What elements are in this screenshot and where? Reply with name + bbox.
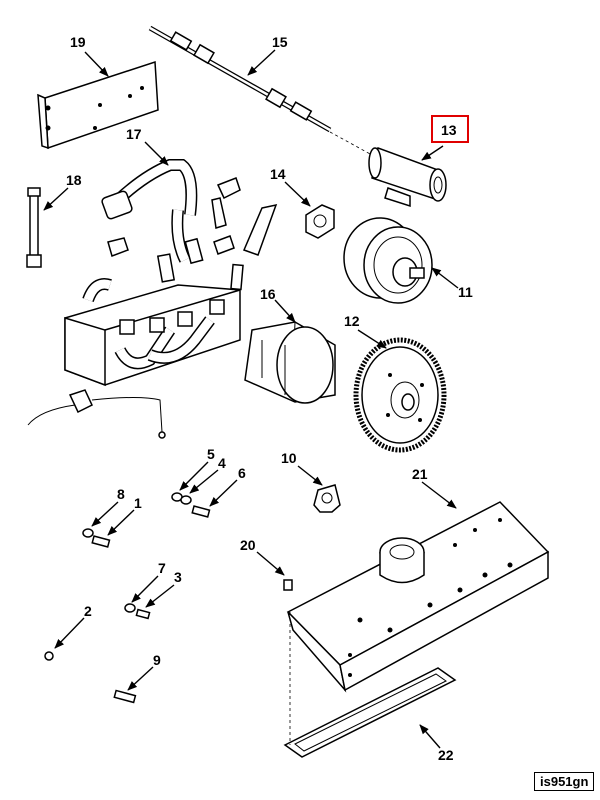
callout-14[interactable]: 14	[270, 166, 286, 182]
callout-18[interactable]: 18	[66, 172, 82, 188]
callout-4[interactable]: 4	[218, 455, 226, 471]
callout-22[interactable]: 22	[438, 747, 454, 763]
callout-6[interactable]: 6	[238, 465, 246, 481]
part-22-gasket[interactable]	[283, 612, 457, 758]
part-17-tubing[interactable]	[101, 159, 278, 291]
callout-7[interactable]: 7	[158, 560, 166, 576]
diagram-code-label: is951gn	[534, 772, 595, 791]
callout-3[interactable]: 3	[174, 569, 182, 585]
callout-5[interactable]: 5	[207, 446, 215, 462]
part-11-hub[interactable]	[343, 217, 433, 304]
part-10-clamp[interactable]	[313, 484, 341, 513]
callout-1[interactable]: 1	[134, 495, 142, 511]
part-15-cable[interactable]	[148, 25, 373, 156]
callout-17[interactable]: 17	[126, 126, 142, 142]
part-14-clamp[interactable]	[305, 204, 335, 239]
callout-19[interactable]: 19	[70, 34, 86, 50]
callout-15[interactable]: 15	[272, 34, 288, 50]
part-16-housing[interactable]	[244, 321, 336, 404]
highlight-box	[431, 115, 469, 143]
callout-labels: 19 15 13 17 18 14 11 16 12 10 21 5 4 6 8…	[66, 34, 473, 763]
fasteners[interactable]	[44, 492, 293, 704]
callout-12[interactable]: 12	[344, 313, 360, 329]
valve-manifold[interactable]	[27, 278, 241, 439]
callout-9[interactable]: 9	[153, 652, 161, 668]
part-18-rod[interactable]	[26, 187, 42, 268]
callout-13[interactable]: 13	[441, 122, 457, 138]
leader-lines	[43, 49, 459, 749]
part-21-cover[interactable]	[286, 501, 550, 693]
callout-21[interactable]: 21	[412, 466, 428, 482]
callout-8[interactable]: 8	[117, 486, 125, 502]
part-19-bracket[interactable]	[37, 60, 159, 150]
callout-11[interactable]: 11	[458, 284, 473, 300]
callout-2[interactable]: 2	[84, 603, 92, 619]
part-13-cylinder[interactable]	[368, 146, 447, 208]
part-12-gear[interactable]	[353, 337, 447, 453]
callout-20[interactable]: 20	[240, 537, 256, 553]
callout-10[interactable]: 10	[281, 450, 297, 466]
callout-16[interactable]: 16	[260, 286, 276, 302]
